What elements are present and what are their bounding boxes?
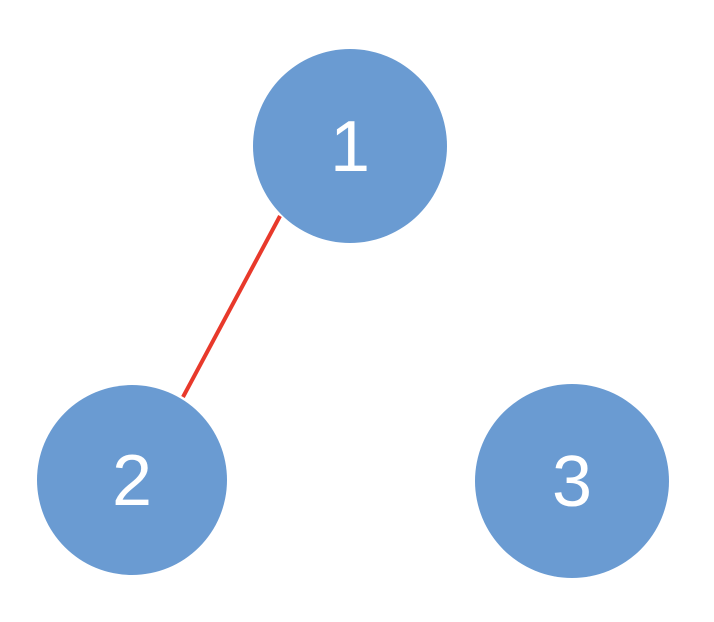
- node-3[interactable]: 3: [475, 384, 669, 578]
- node-1-circle[interactable]: [253, 49, 447, 243]
- node-3-circle[interactable]: [475, 384, 669, 578]
- node-1[interactable]: 1: [253, 49, 447, 243]
- node-2-circle[interactable]: [37, 385, 227, 575]
- edge-1-2[interactable]: [181, 215, 282, 398]
- node-2[interactable]: 2: [37, 385, 227, 575]
- edges-layer: [181, 215, 282, 398]
- nodes-layer: 12 3: [37, 49, 669, 578]
